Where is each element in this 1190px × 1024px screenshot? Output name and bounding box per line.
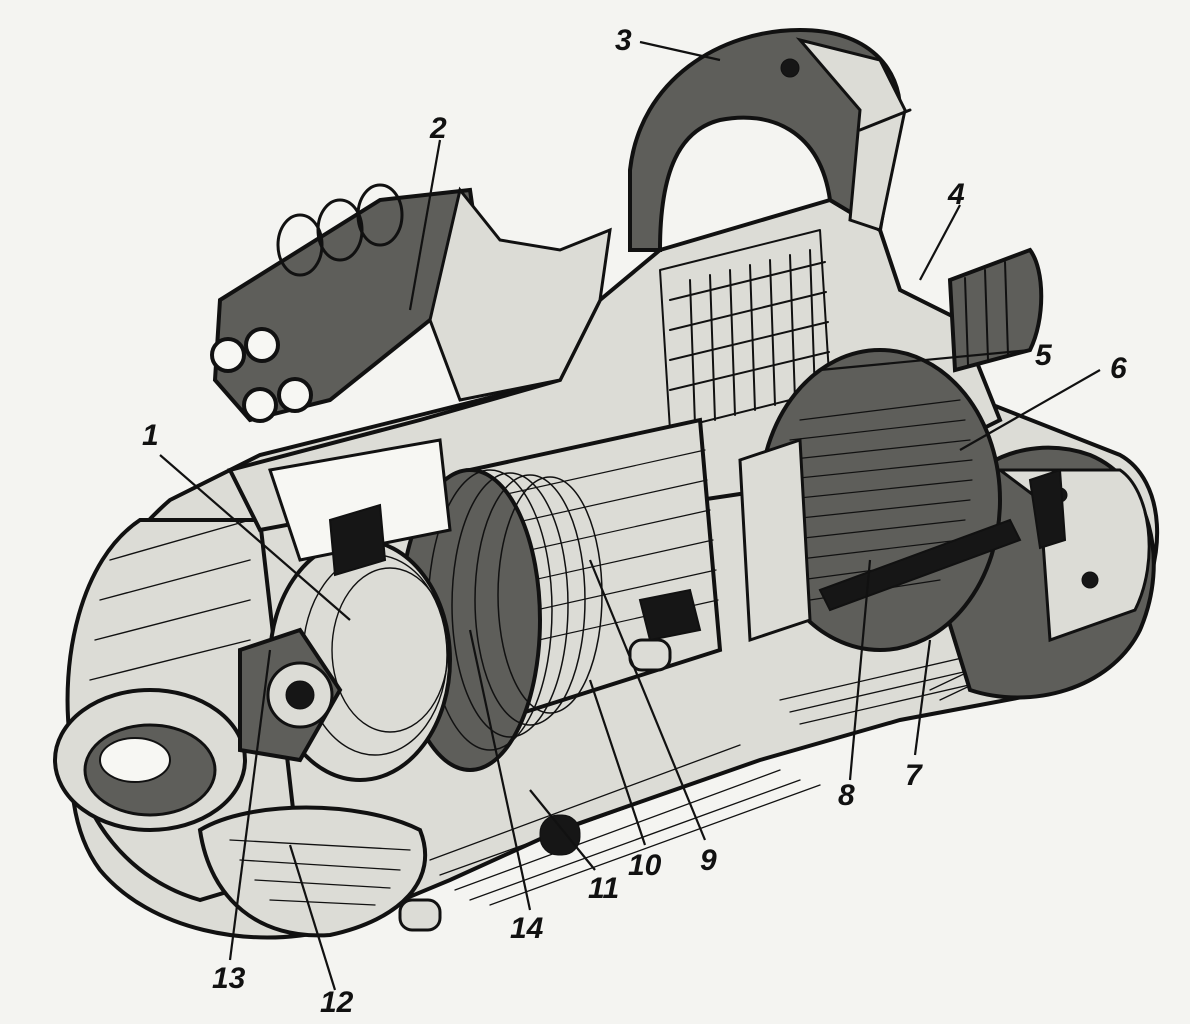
callout-5: 5 <box>1035 339 1053 372</box>
callout-7: 7 <box>905 759 923 792</box>
callout-4: 4 <box>947 178 965 211</box>
callout-8: 8 <box>838 779 855 812</box>
rotor-winding <box>738 348 1002 652</box>
callout-2: 2 <box>429 112 447 145</box>
front-end-bell <box>53 518 303 903</box>
stator-winding <box>818 468 1067 612</box>
callout-6: 6 <box>1110 352 1127 385</box>
callout-10: 10 <box>628 849 662 882</box>
callout-labels: 1 2 3 4 5 6 7 8 9 10 11 12 13 14 <box>142 24 1127 1019</box>
bottom-lobe <box>197 805 427 938</box>
shaft <box>947 247 1044 373</box>
callout-14: 14 <box>510 912 544 945</box>
leader-lines <box>159 40 1101 991</box>
callout-11: 11 <box>588 872 619 905</box>
lifting-ring <box>628 27 912 252</box>
callout-3: 3 <box>615 24 632 57</box>
callout-9: 9 <box>700 844 717 877</box>
callout-12: 12 <box>320 986 354 1019</box>
terminal-box <box>210 183 612 423</box>
callout-1: 1 <box>142 419 159 452</box>
bearing-hub <box>238 627 343 763</box>
callout-13: 13 <box>212 962 246 995</box>
